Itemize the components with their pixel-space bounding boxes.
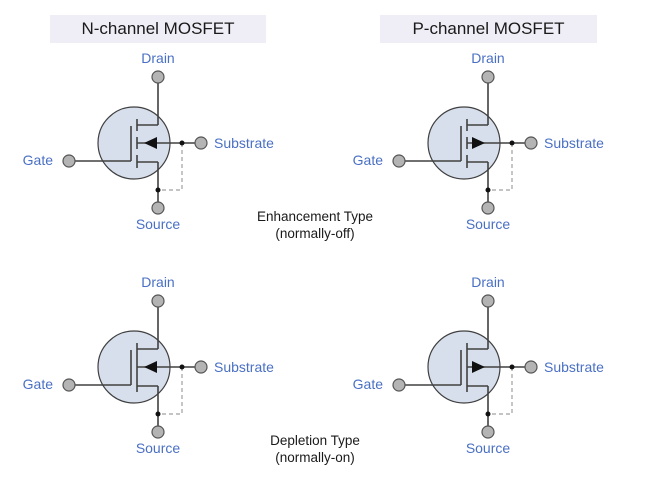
junction-dot [509,140,515,146]
gate-label: Gate [23,376,54,392]
junction-dot [179,364,185,370]
drain-label: Drain [141,50,174,66]
substrate-label: Substrate [214,135,274,151]
depletion-type-subtitle: (normally-on) [275,450,355,465]
gate-label: Gate [353,152,384,168]
junction-dot [485,411,491,417]
enhancement-type-title: Enhancement Type [256,209,374,224]
gate-label: Gate [23,152,54,168]
drain-terminal-icon [481,70,495,84]
substrate-label: Substrate [544,135,604,151]
junction-dot [509,364,515,370]
p-channel-header: P-channel MOSFET [380,15,597,43]
substrate-label: Substrate [214,359,274,375]
substrate-source-link [488,143,513,191]
gate-terminal-icon [392,154,406,168]
source-terminal-icon [151,201,165,215]
depletion-type-title: Depletion Type [270,433,360,448]
arrow-outward-icon [472,361,485,373]
source-terminal-icon [481,201,495,215]
gate-label: Gate [353,376,384,392]
drain-label: Drain [471,274,504,290]
depletion-type-caption: Depletion Type (normally-on) [230,432,400,466]
source-label: Source [466,216,511,232]
substrate-terminal-icon [524,136,538,150]
substrate-terminal-icon [524,360,538,374]
junction-dot [155,411,161,417]
n-channel-header: N-channel MOSFET [50,15,266,43]
drain-terminal-icon [151,294,165,308]
gate-terminal-icon [62,378,76,392]
arrow-inward-icon [144,137,157,149]
substrate-label: Substrate [544,359,604,375]
source-label: Source [466,440,511,456]
substrate-terminal-icon [194,136,208,150]
gate-terminal-icon [62,154,76,168]
junction-dot [485,187,491,193]
junction-dot [155,187,161,193]
arrow-outward-icon [472,137,485,149]
drain-label: Drain [141,274,174,290]
source-label: Source [136,440,181,456]
drain-label: Drain [471,50,504,66]
drain-terminal-icon [151,70,165,84]
gate-terminal-icon [392,378,406,392]
enhancement-type-subtitle: (normally-off) [275,226,355,241]
source-terminal-icon [151,425,165,439]
source-label: Source [136,216,181,232]
substrate-source-link [158,143,183,191]
substrate-source-link [158,367,183,415]
enhancement-type-caption: Enhancement Type (normally-off) [230,208,400,242]
drain-terminal-icon [481,294,495,308]
junction-dot [179,140,185,146]
substrate-source-link [488,367,513,415]
source-terminal-icon [481,425,495,439]
substrate-terminal-icon [194,360,208,374]
arrow-inward-icon [144,361,157,373]
